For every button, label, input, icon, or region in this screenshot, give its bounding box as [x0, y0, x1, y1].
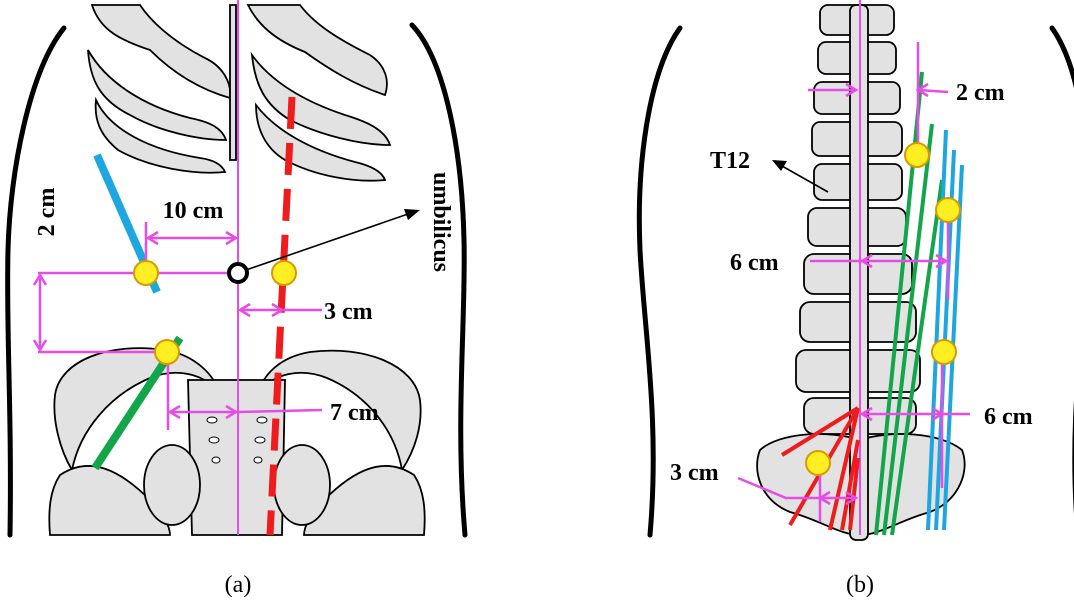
port-dot [905, 143, 929, 167]
umbilicus-marker [229, 264, 247, 282]
port-dot [134, 261, 158, 285]
port-dot [806, 451, 830, 475]
label-6cm-low: 6 cm [984, 404, 1033, 430]
label-2cm-vertical: 2 cm [34, 188, 60, 237]
label-6cm-mid: 6 cm [730, 250, 779, 276]
back-outline-left [639, 28, 680, 535]
label-7cm: 7 cm [330, 400, 379, 426]
label-umbilicus: umbilicus [428, 172, 454, 272]
label-3cm: 3 cm [324, 299, 373, 325]
label-t12: T12 [710, 148, 750, 174]
port-dot [272, 261, 296, 285]
label-10cm: 10 cm [163, 198, 224, 224]
label-3cm-b: 3 cm [670, 460, 719, 486]
caption-b: (b) [846, 572, 874, 598]
umbilicus-pointer [246, 214, 408, 270]
panel-a: 2 cm 10 cm 3 cm 7 cm umbilicus (a) [8, 0, 465, 598]
label-2cm-b: 2 cm [956, 80, 1005, 106]
port-dot [932, 340, 956, 364]
port-dot [155, 340, 179, 364]
port-dot [936, 198, 960, 222]
back-outline-right [1052, 28, 1074, 535]
torso-outline-right [412, 25, 465, 535]
caption-a: (a) [225, 572, 252, 598]
panel-b: T12 2 cm 6 cm 6 cm 3 cm (b) [639, 0, 1074, 598]
